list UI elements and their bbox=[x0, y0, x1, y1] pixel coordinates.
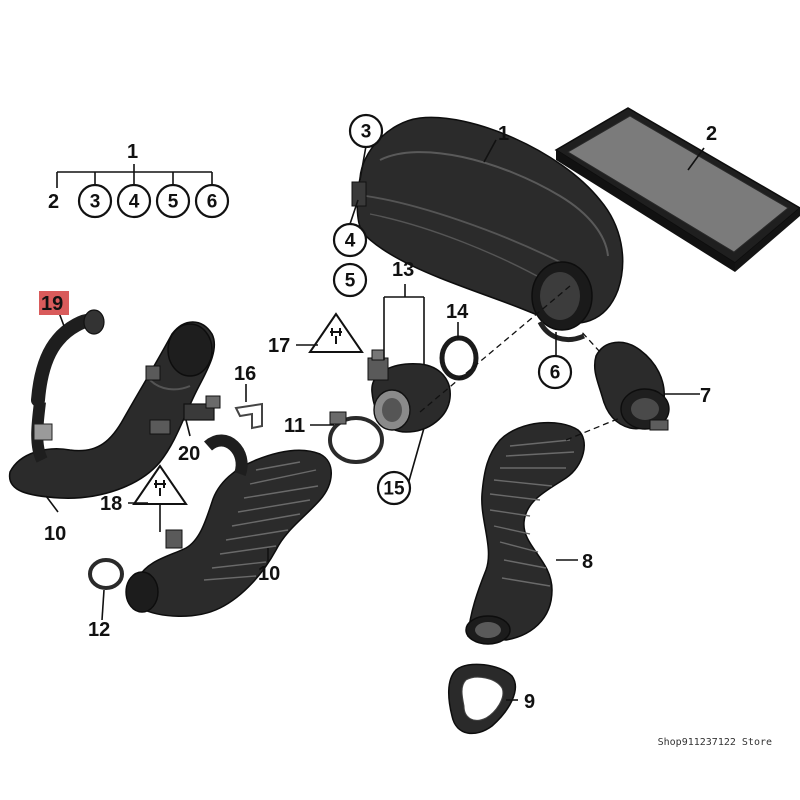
callout-11: 11 bbox=[284, 415, 305, 437]
callout-circle-3 bbox=[348, 113, 384, 149]
callout-17: 17 bbox=[268, 335, 290, 357]
callout-7: 7 bbox=[700, 385, 711, 407]
charge-air-duct-middle bbox=[125, 434, 332, 617]
legend-top-number: 1 bbox=[127, 141, 138, 163]
legend-circle-4 bbox=[116, 183, 152, 219]
callout-20: 20 bbox=[178, 443, 200, 465]
maf-sensor bbox=[367, 349, 451, 433]
bracket-clip-16 bbox=[234, 402, 263, 430]
callout-6: 6 bbox=[550, 363, 561, 384]
legend-item-6: 6 bbox=[207, 192, 218, 213]
callout-19-highlight bbox=[39, 291, 69, 315]
callouts: 1 2 3 4 5 6 7 8 9 10 10 11 12 13 14 15 1… bbox=[39, 113, 717, 713]
callout-19: 19 bbox=[41, 293, 63, 315]
callout-4: 4 bbox=[345, 231, 356, 252]
legend-item-5: 5 bbox=[168, 192, 179, 213]
legend-item-3: 3 bbox=[90, 192, 101, 213]
callout-5: 5 bbox=[345, 271, 356, 292]
rubber-boot-7 bbox=[593, 341, 670, 431]
seal-ring-14 bbox=[439, 335, 479, 381]
legend-bracket bbox=[56, 164, 213, 188]
intake-duct-8 bbox=[465, 421, 585, 645]
legend-item-4: 4 bbox=[129, 192, 140, 213]
callout-circle-5 bbox=[332, 262, 368, 298]
callout-13: 13 bbox=[392, 259, 414, 281]
callout-15: 15 bbox=[383, 479, 405, 500]
hose-clamp-11 bbox=[328, 411, 384, 464]
callout-3: 3 bbox=[361, 122, 372, 143]
legend-circle-5 bbox=[155, 183, 191, 219]
callout-2: 2 bbox=[706, 123, 717, 145]
callout-8: 8 bbox=[582, 551, 593, 573]
callout-12: 12 bbox=[88, 619, 110, 641]
callout-circle-4 bbox=[332, 222, 368, 258]
legend-circle-6 bbox=[194, 183, 230, 219]
charge-air-hose-left bbox=[8, 321, 216, 499]
assembly-lines bbox=[419, 285, 621, 441]
legend-circle-3 bbox=[77, 183, 113, 219]
callout-9: 9 bbox=[524, 691, 535, 713]
callout-1: 1 bbox=[498, 123, 509, 145]
legend-item-2: 2 bbox=[48, 191, 59, 213]
group-legend: 1 2 3 4 5 6 bbox=[48, 141, 230, 219]
callout-circle-15 bbox=[376, 470, 412, 506]
sensor-20 bbox=[149, 395, 221, 435]
callout-10-left: 10 bbox=[44, 523, 66, 545]
air-filter-element bbox=[554, 107, 800, 272]
store-watermark: Shop911237122 Store bbox=[657, 737, 772, 748]
air-box-housing bbox=[351, 116, 624, 342]
hose-clamp-12 bbox=[88, 558, 124, 590]
vent-hose-19 bbox=[31, 309, 105, 463]
gasket-seal-9 bbox=[448, 663, 517, 735]
leader-lines bbox=[45, 139, 705, 701]
callout-18: 18 bbox=[100, 493, 122, 515]
callout-circle-6 bbox=[537, 354, 573, 390]
callout-14: 14 bbox=[446, 301, 469, 323]
electrical-warning-17 bbox=[308, 312, 364, 353]
callout-10-middle: 10 bbox=[258, 563, 280, 585]
callout-16: 16 bbox=[234, 363, 256, 385]
